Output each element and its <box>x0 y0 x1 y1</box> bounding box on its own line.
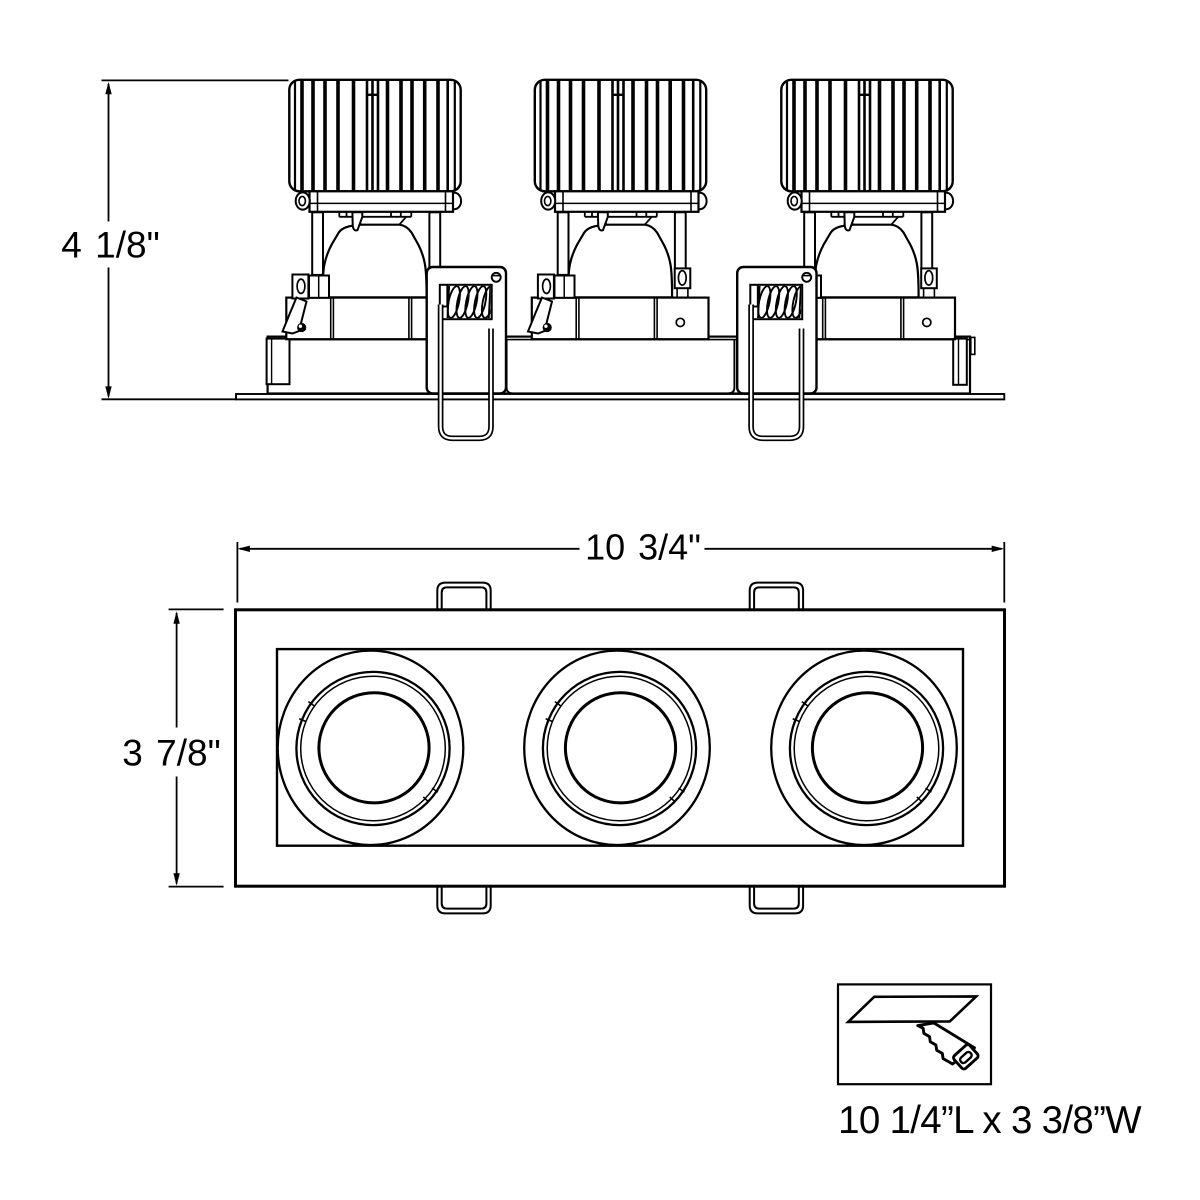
svg-text:10 3/4": 10 3/4" <box>585 527 701 568</box>
svg-text:4 1/8": 4 1/8" <box>61 225 159 266</box>
svg-text:10 1/4”L x 3 3/8”W: 10 1/4”L x 3 3/8”W <box>838 1099 1142 1142</box>
svg-text:3 7/8": 3 7/8" <box>122 733 220 774</box>
